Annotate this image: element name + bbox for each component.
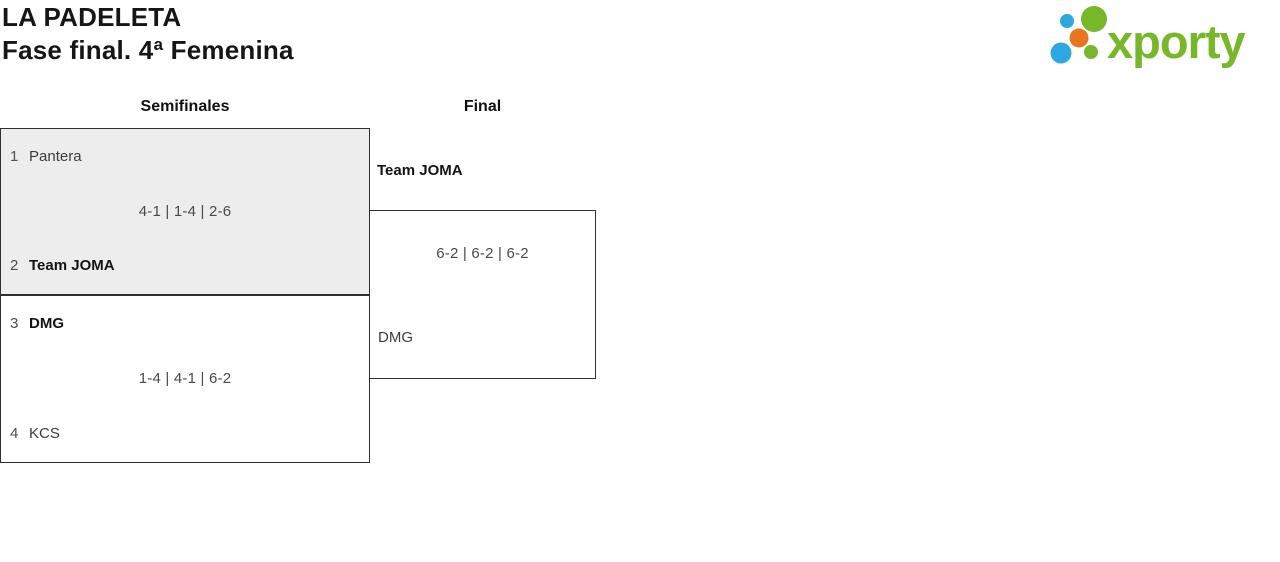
logo-wordmark: xporty: [1107, 15, 1246, 68]
logo-dot-green-small: [1084, 45, 1098, 59]
team-name: KCS: [29, 425, 60, 442]
tournament-name: LA PADELETA: [2, 2, 182, 32]
participant-row-away: 4 KCS: [10, 424, 360, 444]
logo-dot-blue-small: [1060, 14, 1074, 28]
match-score: 1-4 | 4-1 | 6-2: [138, 370, 232, 387]
team-name: Team JOMA: [29, 257, 115, 274]
match-final[interactable]: 6-2 | 6-2 | 6-2 DMG: [369, 210, 596, 379]
phase-name: Fase final. 4ª Femenina: [2, 35, 294, 65]
match-score: 6-2 | 6-2 | 6-2: [436, 245, 529, 262]
team-name: DMG: [29, 315, 64, 332]
xporty-logo[interactable]: xporty: [1050, 0, 1280, 72]
round-header-final: Final: [463, 98, 502, 115]
logo-dot-orange: [1069, 28, 1089, 48]
seed-number: 4: [10, 425, 19, 442]
logo-dot-blue-big: [1050, 42, 1072, 64]
participant-row-home: 1 Pantera: [10, 147, 360, 167]
page-title: LA PADELETA Fase final. 4ª Femenina: [2, 1, 294, 67]
team-name: Pantera: [29, 148, 82, 165]
logo-dots-icon: [1050, 6, 1107, 64]
match-score: 4-1 | 1-4 | 2-6: [138, 202, 232, 220]
round-header-semifinales: Semifinales: [140, 98, 230, 115]
seed-number: 3: [10, 315, 19, 332]
match-semifinal-1[interactable]: 1 Pantera 4-1 | 1-4 | 2-6 2 Team JOMA: [0, 128, 370, 295]
logo-dot-green-big: [1081, 6, 1107, 32]
participant-row-away: 2 Team JOMA: [10, 256, 360, 276]
match-semifinal-2[interactable]: 3 DMG 1-4 | 4-1 | 6-2 4 KCS: [0, 295, 370, 463]
participant-row-home: 3 DMG: [10, 314, 360, 334]
seed-number: 2: [10, 257, 19, 274]
seed-number: 1: [10, 148, 19, 165]
final-team-home: Team JOMA: [377, 162, 463, 179]
final-team-away: DMG: [378, 329, 413, 346]
